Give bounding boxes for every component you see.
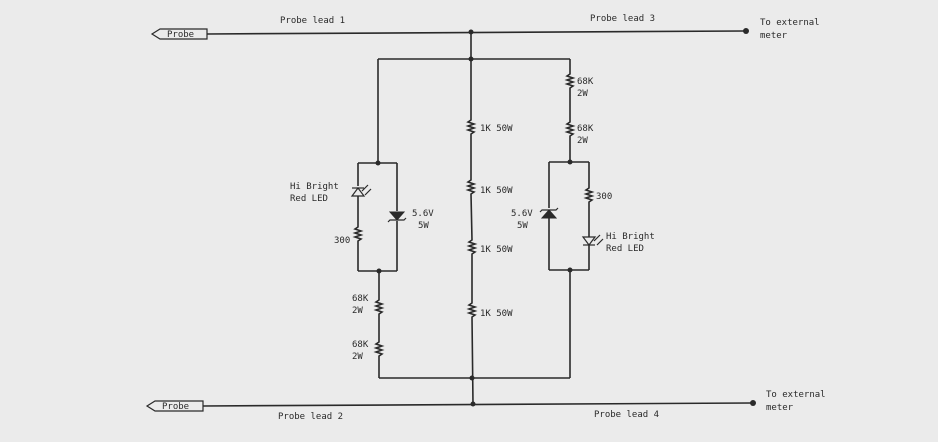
right-zener-icon (539, 207, 559, 219)
left-68k-b-label-1: 68K (352, 340, 369, 350)
top-rail (206, 30, 745, 35)
right-68k-b-label-1: 68K (577, 124, 594, 134)
meter-top-label-2: meter (760, 31, 788, 41)
left-68k-wire (373, 271, 385, 378)
left-zener-icon (387, 211, 407, 223)
top-meter-terminal (743, 28, 749, 34)
right-zener-label-1: 5.6V (511, 209, 533, 219)
left-68k-a-label-2: 2W (352, 306, 363, 316)
center-branch-wire (465, 32, 478, 405)
meter-bottom-label-2: meter (766, 403, 794, 413)
right-led-icon (581, 234, 604, 246)
left-zener-label-1: 5.6V (412, 209, 434, 219)
left-led-label-2: Red LED (290, 194, 328, 204)
probe-connector-bottom: Probe (145, 400, 204, 412)
center-resistor-4-label: 1K 50W (480, 309, 513, 319)
right-68k-a-label-1: 68K (577, 77, 594, 87)
right-res300-label: 300 (596, 192, 612, 202)
bottom-meter-terminal (750, 400, 756, 406)
probe-lead-3-label: Probe lead 3 (590, 14, 655, 24)
left-68k-b-label-2: 2W (352, 352, 363, 362)
meter-bottom-label-1: To external (766, 390, 826, 400)
center-resistor-3-label: 1K 50W (480, 245, 513, 255)
center-resistor-2-label: 1K 50W (480, 186, 513, 196)
probe-connector-top-label: Probe (167, 30, 194, 40)
center-resistor-1-label: 1K 50W (480, 124, 513, 134)
right-led-label-2: Red LED (606, 244, 644, 254)
probe-connector-bottom-label: Probe (162, 402, 189, 412)
left-68k-a-label-1: 68K (352, 294, 369, 304)
left-led-icon (350, 184, 372, 197)
right-68k-wire (564, 59, 576, 162)
left-led-resistor-wire (352, 163, 364, 271)
bottom-rail (202, 402, 752, 407)
right-zener-label-2: 5W (517, 221, 528, 231)
probe-lead-2-label: Probe lead 2 (278, 412, 343, 422)
right-led-label-1: Hi Bright (606, 232, 655, 242)
probe-lead-4-label: Probe lead 4 (594, 410, 659, 420)
probe-lead-1-label: Probe lead 1 (280, 16, 345, 26)
left-led-label-1: Hi Bright (290, 182, 339, 192)
left-zener-label-2: 5W (418, 221, 429, 231)
probe-connector-top: Probe (150, 28, 208, 40)
meter-top-label-1: To external (760, 18, 820, 28)
right-resistor-led-wire (583, 162, 595, 270)
left-res300-label: 300 (334, 236, 350, 246)
right-68k-b-label-2: 2W (577, 136, 588, 146)
right-68k-a-label-2: 2W (577, 89, 588, 99)
